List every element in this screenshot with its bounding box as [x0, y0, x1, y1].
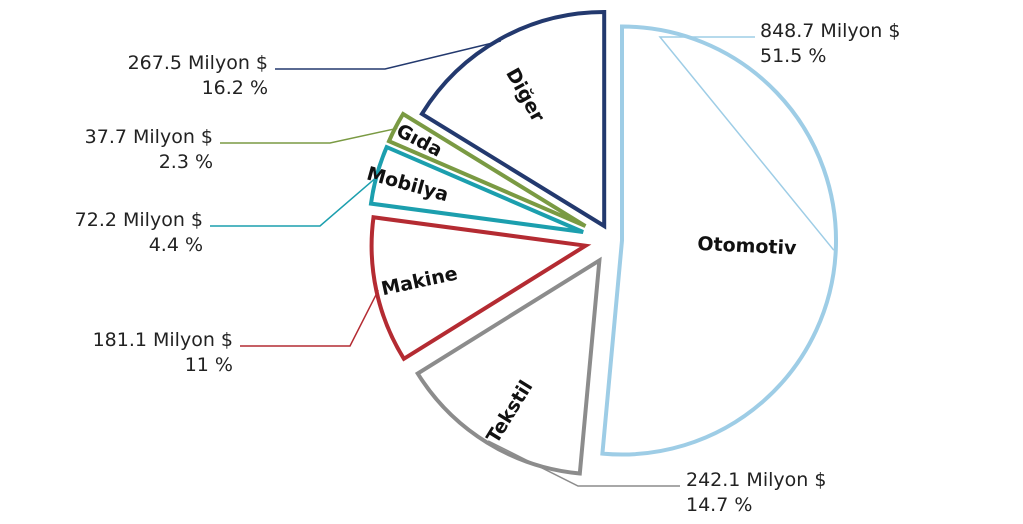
slice-value-label-diger: 267.5 Milyon $ [128, 52, 268, 74]
leader-line-diger [275, 40, 501, 70]
slice-percent-label-tekstil: 14.7 % [686, 494, 752, 516]
slice-percent-label-diger: 16.2 % [202, 77, 268, 99]
leader-line-gida [220, 127, 398, 144]
pie-slice-tekstil [414, 256, 602, 476]
pie-slice-otomotiv [600, 24, 838, 457]
pie-slices [368, 9, 838, 476]
slice-percent-label-otomotiv: 51.5 % [760, 45, 826, 67]
pie-slice-gida [386, 111, 587, 228]
slice-category-label-otomotiv: Otomotiv [697, 233, 798, 260]
pie-slice-makine [369, 215, 592, 362]
slice-percent-label-gida: 2.3 % [159, 151, 213, 173]
slice-value-label-makine: 181.1 Milyon $ [93, 329, 233, 351]
pie-slice-diger [419, 9, 607, 230]
slice-value-label-tekstil: 242.1 Milyon $ [686, 469, 826, 491]
leader-lines [210, 36, 835, 487]
leader-line-mobilya [210, 174, 380, 227]
pie-slice-mobilya [368, 144, 584, 234]
slice-percent-label-makine: 11 % [185, 354, 233, 376]
leader-line-makine [240, 289, 379, 347]
slice-value-label-gida: 37.7 Milyon $ [85, 126, 213, 148]
leader-line-otomotiv [658, 36, 835, 251]
slice-value-label-otomotiv: 848.7 Milyon $ [760, 20, 900, 42]
slice-percent-label-mobilya: 4.4 % [149, 234, 203, 256]
leader-line-tekstil [487, 440, 680, 487]
slice-value-label-mobilya: 72.2 Milyon $ [75, 209, 203, 231]
